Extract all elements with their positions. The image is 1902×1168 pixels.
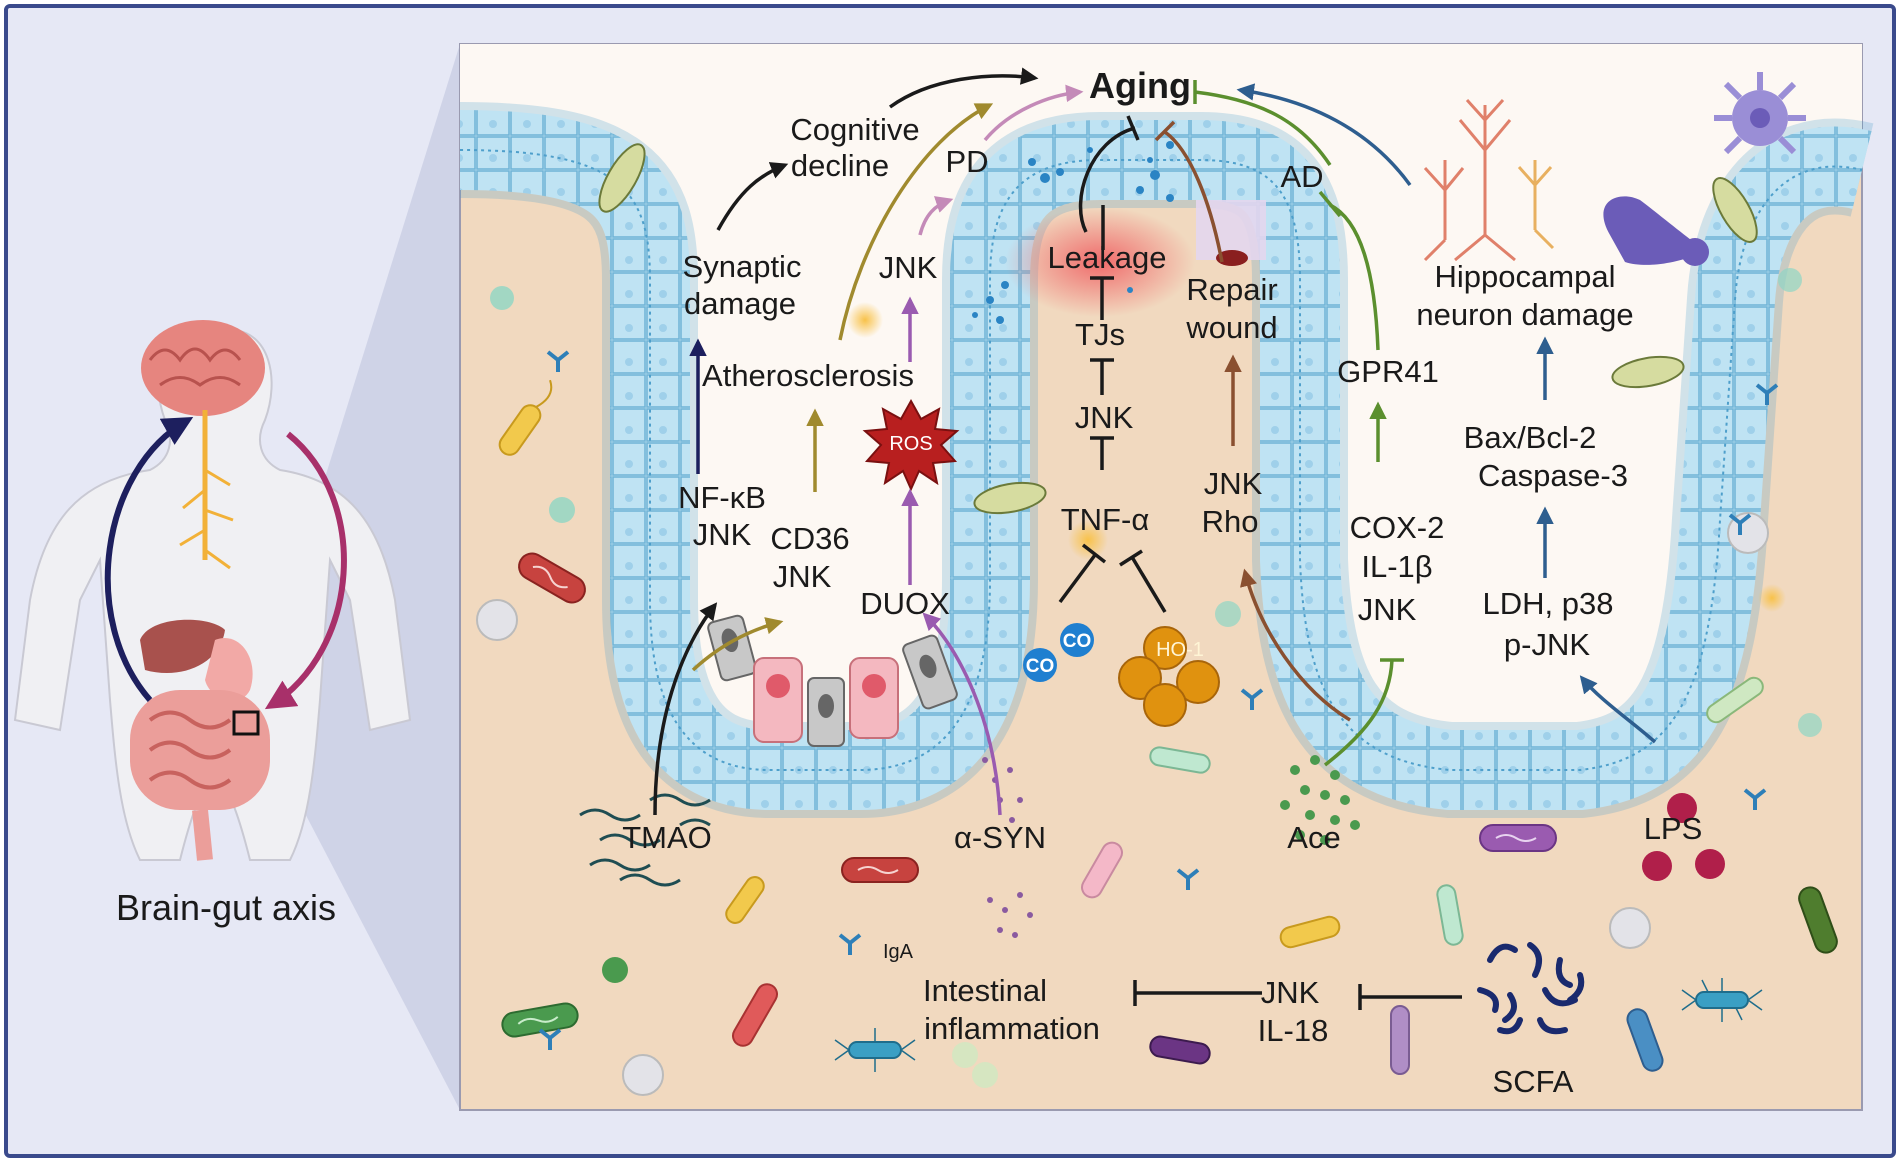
stomach-icon	[205, 638, 253, 701]
cd36-label-1: CD36	[770, 521, 849, 556]
pathway-arrows	[653, 67, 1657, 1010]
synaptic-label-2: damage	[684, 286, 796, 321]
iga-label: IgA	[883, 941, 914, 963]
cox-label-2: IL-1β	[1361, 549, 1432, 584]
cognitive-label-1: Cognitive	[790, 112, 919, 147]
pd-label: PD	[945, 144, 988, 179]
bax-label-2: Caspase-3	[1478, 458, 1628, 493]
ace-label: Ace	[1287, 820, 1340, 855]
nfkb-label-2: JNK	[693, 517, 752, 552]
leakage-region	[1005, 207, 1195, 317]
tmao-molecules	[579, 793, 711, 887]
tmao-label: TMAO	[622, 820, 712, 855]
gut-to-brain-arrow	[104, 417, 194, 702]
ho1-enzyme: HO-1	[1118, 626, 1220, 727]
figure-caption: Brain-gut axis	[116, 887, 336, 928]
nfkb-label-1: NF-κB	[678, 480, 766, 515]
ros-label: ROS	[889, 433, 932, 455]
ldh-label-2: p-JNK	[1504, 627, 1590, 662]
jnk-rho-label-2: Rho	[1202, 504, 1259, 539]
co-label-1: CO	[1063, 631, 1092, 652]
synaptic-label-1: Synaptic	[683, 249, 802, 284]
repair-label-1: Repair	[1186, 272, 1277, 307]
brain-to-gut-arrow	[264, 431, 347, 710]
asyn-label: α-SYN	[954, 820, 1046, 855]
duox-label: DUOX	[860, 586, 950, 621]
human-body-icon	[13, 320, 412, 861]
bax-label-1: Bax/Bcl-2	[1464, 420, 1597, 455]
atherosclerosis-label: Atherosclerosis	[702, 358, 914, 393]
hippocampal-label-2: neuron damage	[1416, 297, 1633, 332]
jnk-left-label: JNK	[879, 250, 938, 285]
asyn-particles	[982, 757, 1033, 938]
brain-icon	[141, 320, 265, 416]
hippocampal-label-1: Hippocampal	[1435, 259, 1616, 294]
leakage-label: Leakage	[1048, 240, 1167, 275]
diagram-labels: Aging Cognitive decline PD AD Synaptic d…	[622, 65, 1702, 1099]
jnk-center-label: JNK	[1075, 400, 1134, 435]
co-label-2: CO	[1026, 656, 1055, 677]
jnk-rho-label-1: JNK	[1204, 466, 1263, 501]
bacteria-icon	[498, 379, 1838, 1075]
scfa-label: SCFA	[1493, 1064, 1574, 1099]
ad-label: AD	[1280, 159, 1323, 194]
jnk-il18-label-1: JNK	[1261, 975, 1320, 1010]
microglia-icon	[1603, 72, 1806, 266]
lps-label: LPS	[1644, 811, 1703, 846]
tjs-label: TJs	[1075, 317, 1125, 352]
inflammation-label-1: Intestinal	[923, 973, 1047, 1008]
repair-wound-icon	[1216, 250, 1248, 266]
ho1-label: HO-1	[1156, 639, 1204, 661]
cox-label-3: JNK	[1358, 592, 1417, 627]
tnf-label: TNF-α	[1061, 502, 1150, 537]
lps-molecules	[1642, 793, 1725, 881]
ace-particles	[1280, 755, 1360, 845]
leak-particles	[972, 141, 1174, 324]
aging-label: Aging	[1089, 65, 1191, 106]
epithelial-special-cells	[598, 143, 1758, 747]
ldh-label-1: LDH, p38	[1483, 586, 1614, 621]
co-molecules: CO CO	[1023, 623, 1094, 682]
bubble-icons	[476, 268, 1822, 1096]
liver-icon	[140, 619, 225, 674]
cognitive-label-2: decline	[791, 148, 889, 183]
gpr41-label: GPR41	[1337, 354, 1439, 389]
inflammation-label-2: inflammation	[924, 1011, 1100, 1046]
zoom-box	[232, 710, 260, 736]
scfa-molecules	[1477, 942, 1585, 1035]
neuron-icon	[1423, 98, 1555, 262]
cd36-label-2: JNK	[773, 559, 832, 594]
antibody-icon	[538, 350, 1779, 1050]
jnk-il18-label-2: IL-18	[1258, 1013, 1329, 1048]
repair-label-2: wound	[1185, 310, 1277, 345]
cox-label-1: COX-2	[1350, 510, 1445, 545]
intestine-panel	[459, 43, 1874, 1111]
